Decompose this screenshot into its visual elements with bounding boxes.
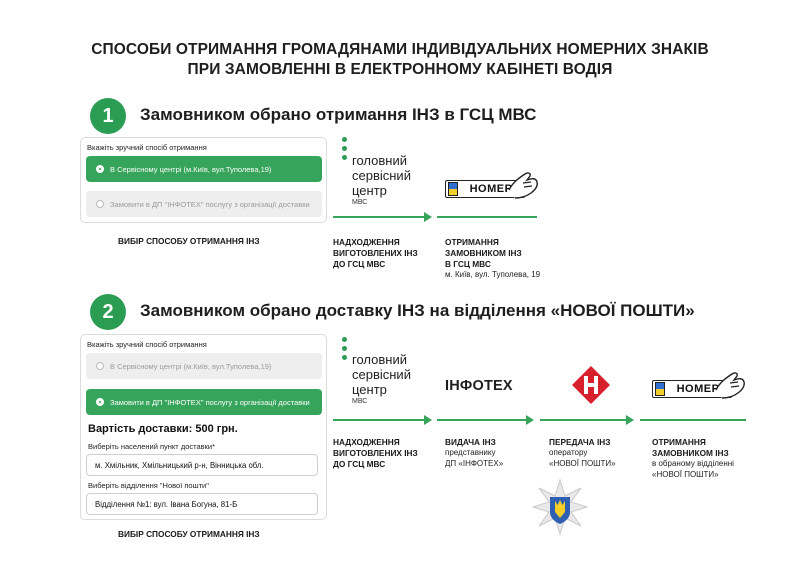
option-infotex-delivery[interactable]: Замовити в ДП "ІНФОТЕХ" послугу з органі… xyxy=(86,389,322,415)
step-caption: ОТРИМАННЯ xyxy=(445,237,499,247)
step-caption: ОТРИМАННЯ xyxy=(652,437,706,447)
plate-text: НОМЕР xyxy=(676,383,720,395)
city-field-label: Виберіть населений пункт доставки* xyxy=(88,442,216,451)
step-caption: ВИГОТОВЛЕНИХ ІНЗ xyxy=(333,248,418,258)
gsc-text-2: сервісний xyxy=(352,168,411,183)
step-receive-np: ОТРИМАННЯ ЗАМОВНИКОМ ІНЗ в обраному відд… xyxy=(652,437,734,480)
step-arrival-gsc: НАДХОДЖЕННЯ ВИГОТОВЛЕНИХ ІНЗ ДО ГСЦ МВС xyxy=(333,237,418,270)
step-caption: ВИГОТОВЛЕНИХ ІНЗ xyxy=(333,448,418,458)
panel-hint: Вкажіть зручний спосіб отримання xyxy=(87,143,207,152)
panel-hint: Вкажіть зручний спосіб отримання xyxy=(87,340,207,349)
step-sub: оператору xyxy=(549,448,588,457)
arrow-right-icon xyxy=(526,415,534,425)
delivery-price: Вартість доставки: 500 грн. xyxy=(88,423,238,435)
flag-icon xyxy=(448,182,458,196)
step-sub: «НОВОЇ ПОШТИ» xyxy=(549,458,616,468)
gsc-small-text: МВС xyxy=(352,199,368,206)
step-caption: В ГСЦ МВС xyxy=(445,259,491,269)
step-caption: ПЕРЕДАЧА ІНЗ xyxy=(549,437,611,447)
gsc-text-3: центр xyxy=(352,382,387,397)
flow-line xyxy=(640,419,746,421)
gsc-dots-icon xyxy=(342,337,348,364)
step-issue-infotex: ВИДАЧА ІНЗ представнику ДП «ІНФОТЕХ» xyxy=(445,437,503,469)
plate-text: НОМЕР xyxy=(469,183,513,195)
step-arrival-gsc: НАДХОДЖЕННЯ ВИГОТОВЛЕНИХ ІНЗ ДО ГСЦ МВС xyxy=(333,437,418,470)
option-label: Замовити в ДП "ІНФОТЕХ" послугу з органі… xyxy=(110,397,310,407)
radio-selected-icon xyxy=(96,398,104,406)
city-field[interactable]: м. Хмільник, Хмільницький р-н, Вінницька… xyxy=(86,454,318,476)
section-1-delivery-panel: Вкажіть зручний спосіб отримання В Серві… xyxy=(80,137,327,223)
hand-icon xyxy=(508,172,538,199)
step-sub: «НОВОЇ ПОШТИ» xyxy=(652,469,719,479)
gsc-small-text: МВС xyxy=(352,398,368,405)
option-infotex-delivery[interactable]: Замовити в ДП "ІНФОТЕХ" послугу з органі… xyxy=(86,191,322,217)
gsc-text-1: головний xyxy=(352,352,407,367)
step-sub: представнику xyxy=(445,448,496,457)
arrow-right-icon xyxy=(626,415,634,425)
section-1-heading: Замовником обрано отримання ІНЗ в ГСЦ МВ… xyxy=(140,105,537,124)
section-2-heading: Замовником обрано доставку ІНЗ на відділ… xyxy=(140,301,695,320)
radio-selected-icon xyxy=(96,165,104,173)
flow-line xyxy=(437,419,527,421)
flow-line xyxy=(437,216,537,218)
step-sub: в обраному відділенні xyxy=(652,459,734,468)
step-caption: ЗАМОВНИКОМ ІНЗ xyxy=(445,248,522,258)
flag-icon xyxy=(655,382,665,396)
number-plate-icon: НОМЕР xyxy=(445,180,525,198)
step-receive-gsc: ОТРИМАННЯ ЗАМОВНИКОМ ІНЗ В ГСЦ МВС м. Ки… xyxy=(445,237,540,281)
flow-line xyxy=(540,419,627,421)
hand-icon xyxy=(715,372,745,399)
section-2-delivery-panel: Вкажіть зручний спосіб отримання В Серві… xyxy=(80,334,327,520)
police-emblem-icon xyxy=(531,478,589,536)
step-sub: ДП «ІНФОТЕХ» xyxy=(445,458,504,468)
flow-line xyxy=(333,216,425,218)
arrow-right-icon xyxy=(424,212,432,222)
step-caption: ВИДАЧА ІНЗ xyxy=(445,437,496,447)
step-caption: ЗАМОВНИКОМ ІНЗ xyxy=(652,448,729,458)
section-2-panel-caption: ВИБІР СПОСОБУ ОТРИМАННЯ ІНЗ xyxy=(118,529,260,539)
step-caption: ДО ГСЦ МВС xyxy=(333,259,386,269)
option-service-center[interactable]: В Сервісному центрі (м.Київ, вул.Туполев… xyxy=(86,156,322,182)
step-sub: м. Київ, вул. Туполева, 19 xyxy=(445,270,541,279)
number-plate-icon: НОМЕР xyxy=(652,380,732,398)
gsc-text-2: сервісний xyxy=(352,367,411,382)
branch-field[interactable]: Відділення №1: вул. Івана Богуна, 81-Б xyxy=(86,493,318,515)
section-1-panel-caption: ВИБІР СПОСОБУ ОТРИМАННЯ ІНЗ xyxy=(118,236,260,246)
gsc-dots-icon xyxy=(342,137,348,164)
gsc-text-3: центр xyxy=(352,183,387,198)
step-caption: НАДХОДЖЕННЯ xyxy=(333,237,400,247)
step-caption: ДО ГСЦ МВС xyxy=(333,459,386,469)
option-label: В Сервісному центрі (м.Київ, вул.Туполев… xyxy=(110,164,272,174)
page-title-line2: ПРИ ЗАМОВЛЕННІ В ЕЛЕКТРОННОМУ КАБІНЕТІ В… xyxy=(187,61,613,78)
nova-poshta-logo xyxy=(572,366,610,404)
page-title-line1: СПОСОБИ ОТРИМАННЯ ГРОМАДЯНАМИ ІНДИВІДУАЛ… xyxy=(91,41,709,58)
branch-field-label: Виберіть відділення "Нової пошти" xyxy=(88,481,209,490)
step-transfer-np: ПЕРЕДАЧА ІНЗ оператору «НОВОЇ ПОШТИ» xyxy=(549,437,616,469)
gsc-text-1: головний xyxy=(352,153,407,168)
infotex-logo: ІНФОТЕХ xyxy=(445,378,513,394)
section-1-number-badge: 1 xyxy=(90,98,126,134)
step-caption: НАДХОДЖЕННЯ xyxy=(333,437,400,447)
arrow-right-icon xyxy=(424,415,432,425)
flow-line xyxy=(333,419,425,421)
option-label: В Сервісному центрі (м.Київ, вул.Туполев… xyxy=(110,361,272,371)
radio-unselected-icon xyxy=(96,200,104,208)
option-service-center[interactable]: В Сервісному центрі (м.Київ, вул.Туполев… xyxy=(86,353,322,379)
section-2-number-badge: 2 xyxy=(90,294,126,330)
radio-unselected-icon xyxy=(96,362,104,370)
option-label: Замовити в ДП "ІНФОТЕХ" послугу з органі… xyxy=(110,199,310,209)
